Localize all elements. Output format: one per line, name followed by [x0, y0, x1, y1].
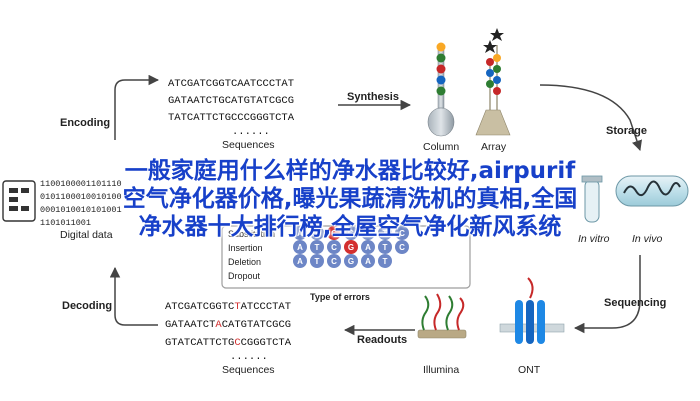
- seq-line: TATCATTCTGCCCGGGTCTA: [168, 112, 295, 124]
- binary-line: 1101011001: [40, 218, 91, 228]
- base-letter: G: [348, 229, 354, 238]
- synthesis-label: Synthesis: [347, 91, 399, 103]
- overlay-line-2: 空气净化器价格,曝光果蔬清洗机的真相,全国: [122, 186, 578, 212]
- decoding-label: Decoding: [62, 300, 112, 312]
- error-label-insertion: Insertion: [228, 243, 263, 253]
- seq-caption: Sequences: [222, 364, 275, 376]
- error-label-substitution: Substitution: [228, 229, 275, 239]
- digital-data-caption: Digital data: [60, 229, 113, 241]
- binary-line: 0101100010010100: [40, 192, 122, 202]
- seq-line: ATCGATCGGTCTATCCCTAT: [165, 301, 291, 313]
- base-ball: [293, 240, 307, 254]
- seq-line: GATAATCTGCATGTATCGCG: [168, 95, 294, 107]
- illumina-sequencer-icon: [417, 293, 467, 339]
- ont-label: ONT: [518, 364, 541, 376]
- base-ball: [310, 254, 324, 268]
- base-letter: C: [399, 229, 405, 238]
- sequencing-arrow: [573, 255, 641, 334]
- base-ball: [395, 226, 409, 240]
- base-letter: A: [365, 243, 371, 252]
- base-ball: [310, 226, 324, 240]
- base-ball: [327, 254, 341, 268]
- error-types-panel: Substitution Insertion Deletion Dropout …: [221, 225, 471, 302]
- base-ball: [361, 240, 375, 254]
- error-base-balls: A T C G A T C A T C G A T C A T C G A T: [293, 226, 409, 268]
- in-vitro-label: In vitro: [578, 233, 610, 245]
- base-ball: [361, 226, 375, 240]
- base-letter: A: [365, 229, 371, 238]
- base-ball: [344, 226, 358, 240]
- base-ball: [293, 226, 307, 240]
- in-vivo-label: In vivo: [632, 233, 663, 245]
- ont-sequencer-icon: [499, 277, 565, 344]
- bottom-sequences: ATCGATCGGTCTATCCCTAT GATAATCTACATGTATCGC…: [165, 301, 292, 376]
- base-ball: [344, 240, 358, 254]
- digital-data-icon: [2, 180, 36, 222]
- in-vitro-storage-icon: [581, 175, 603, 223]
- illumina-label: Illumina: [423, 364, 459, 376]
- column-label: Column: [423, 141, 459, 153]
- array-synthesizer-icon: [475, 28, 511, 136]
- seq-ellipsis: ......: [232, 126, 270, 138]
- base-letter: C: [331, 229, 337, 238]
- in-vivo-storage-icon: [615, 175, 689, 207]
- seq-ellipsis: ......: [230, 351, 268, 363]
- base-letter: T: [315, 243, 320, 252]
- base-letter: C: [331, 257, 337, 266]
- binary-line: 0001010010101001: [40, 205, 122, 215]
- base-letter: G: [348, 243, 354, 252]
- decoding-arrow: [109, 266, 158, 326]
- base-letter: T: [315, 257, 320, 266]
- base-ball: [378, 254, 392, 268]
- array-label: Array: [481, 141, 507, 153]
- base-letter: A: [297, 243, 303, 252]
- base-ball: [378, 240, 392, 254]
- base-ball: [344, 254, 358, 268]
- column-synthesizer-icon: [427, 42, 455, 137]
- error-types-title: Type of errors: [310, 292, 370, 302]
- base-letter: T: [383, 229, 388, 238]
- base-letter: T: [383, 243, 388, 252]
- encoding-label: Encoding: [60, 117, 110, 129]
- seq-line: GATAATCTACATGTATCGCG: [165, 319, 291, 331]
- base-letter: A: [365, 257, 371, 266]
- base-letter: C: [331, 243, 337, 252]
- overlay-line-1: 一般家庭用什么样的净水器比较好,airpurif: [124, 158, 576, 184]
- error-label-deletion: Deletion: [228, 257, 261, 267]
- base-letter: A: [297, 257, 303, 266]
- seq-line: ATCGATCGGTCAATCCCTAT: [168, 78, 294, 90]
- base-letter: C: [399, 243, 405, 252]
- error-label-dropout: Dropout: [228, 271, 261, 281]
- top-sequences: ATCGATCGGTCAATCCCTAT GATAATCTGCATGTATCGC…: [168, 78, 295, 151]
- base-letter: G: [348, 257, 354, 266]
- seq-line: GTATCATTCTGCCGGGTCTA: [165, 337, 292, 349]
- base-ball: [327, 226, 341, 240]
- sequencing-label: Sequencing: [604, 297, 666, 309]
- base-letter: T: [315, 229, 320, 238]
- readouts-label: Readouts: [357, 334, 407, 346]
- base-letter: A: [297, 229, 303, 238]
- binary-line: 1100100001101110: [40, 179, 122, 189]
- base-ball: [327, 240, 341, 254]
- storage-arrow-in: [539, 84, 642, 151]
- overlay-line-3: 净水器十大排行榜,全屋空气净化新风系统: [138, 214, 562, 240]
- encoding-arrow: [114, 74, 160, 140]
- base-ball: [361, 254, 375, 268]
- base-letter: T: [383, 257, 388, 266]
- base-ball: [293, 254, 307, 268]
- seq-caption: Sequences: [222, 139, 275, 151]
- storage-label: Storage: [606, 125, 647, 137]
- base-ball: [310, 240, 324, 254]
- base-ball: [378, 226, 392, 240]
- base-ball: [395, 240, 409, 254]
